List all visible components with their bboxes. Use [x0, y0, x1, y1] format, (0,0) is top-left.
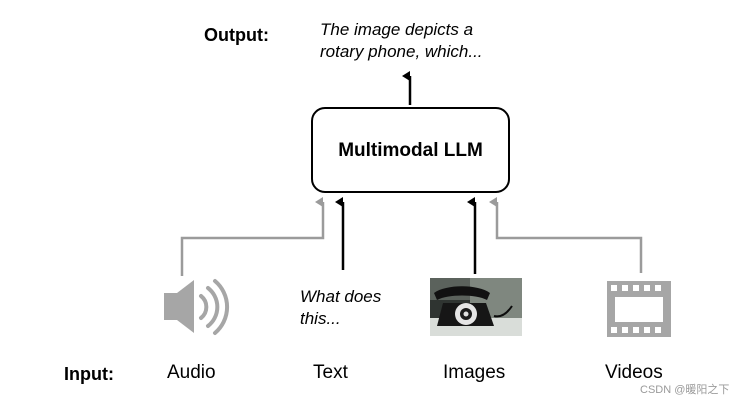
output-text: The image depicts a rotary phone, which.… [320, 19, 483, 63]
rotary-phone-photo [430, 278, 522, 336]
film-strip-icon [607, 281, 671, 337]
multimodal-llm-label: Multimodal LLM [338, 140, 483, 161]
input-audio-label: Audio [167, 362, 216, 383]
output-label: Output: [204, 25, 269, 45]
output-text-line2: rotary phone, which... [320, 42, 483, 61]
multimodal-llm-box: Multimodal LLM [311, 107, 510, 193]
input-images-label: Images [443, 362, 506, 383]
text-prompt-line2: this... [300, 309, 341, 328]
text-prompt-line1: What does [300, 287, 382, 306]
output-text-line1: The image depicts a [320, 20, 474, 39]
input-videos-label: Videos [605, 362, 663, 383]
audio-arrow [180, 197, 325, 276]
input-label: Input: [64, 364, 114, 384]
input-text-label: Text [313, 362, 348, 383]
videos-arrow [489, 197, 643, 273]
watermark: CSDN @暖阳之下 [640, 384, 730, 396]
speaker-icon [164, 279, 230, 335]
text-prompt: What does this... [300, 286, 381, 330]
